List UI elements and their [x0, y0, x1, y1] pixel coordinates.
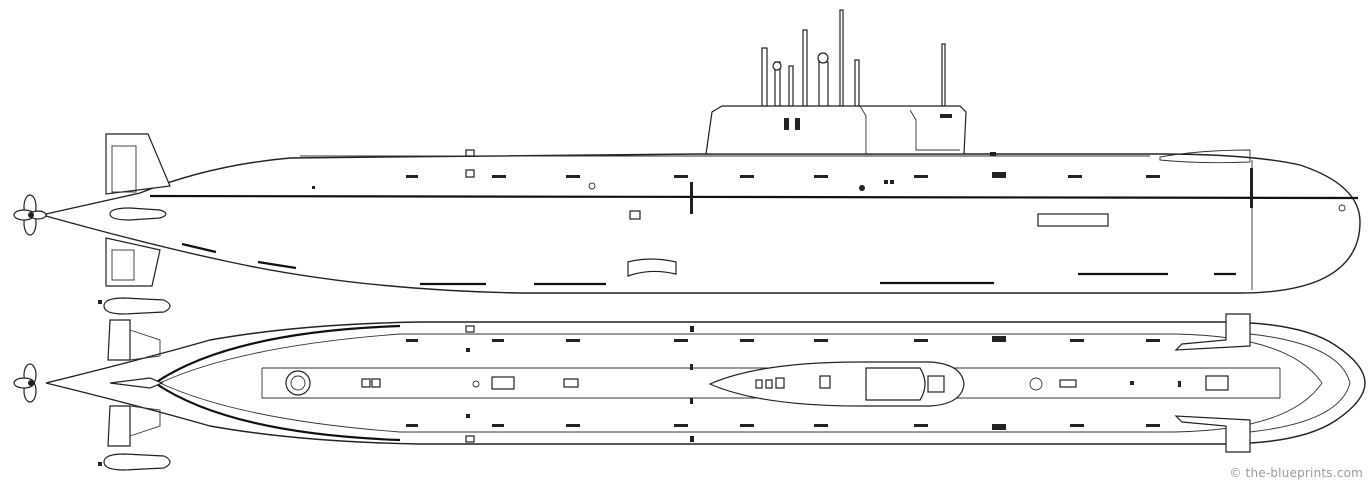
escape-hatch-inner [290, 375, 306, 391]
mast-head [772, 61, 782, 71]
lower-rudder [105, 237, 161, 287]
masts [761, 9, 946, 107]
bow-dome [1159, 149, 1251, 164]
mast [818, 61, 829, 107]
rudder-panel [111, 249, 135, 281]
sail-top-detail [765, 379, 773, 389]
mast [941, 43, 946, 107]
side-hatches [312, 149, 1346, 227]
bow-plane-upper [1174, 313, 1251, 351]
top-upper-hatches [406, 325, 1160, 352]
stern-fin-upper [129, 329, 161, 361]
stern-fin-lower [129, 405, 161, 437]
hull-strake [181, 242, 217, 254]
bow-plane-lower [1174, 415, 1251, 453]
hull-fin [627, 258, 677, 277]
top-lower-hatches [406, 414, 1160, 443]
stern-plane-lower [107, 405, 131, 447]
top-propeller [13, 363, 37, 403]
side-view [13, 9, 1361, 294]
sail-top-detail [775, 377, 785, 389]
stern-pin [98, 462, 102, 466]
side-propeller [13, 194, 47, 236]
sail-top-detail [819, 375, 831, 389]
sail-window [940, 114, 952, 118]
mast [761, 47, 768, 107]
top-view [13, 297, 1366, 471]
mast [839, 9, 844, 107]
mast [854, 59, 860, 107]
stern-pod-lower [103, 453, 171, 471]
stern-pin [98, 300, 102, 304]
sail-top-inner [865, 367, 926, 401]
sail-top-detail [755, 379, 763, 389]
side-hull-outline [45, 153, 1361, 294]
stern-plane-upper [107, 319, 131, 361]
upper-rudder [105, 133, 171, 195]
sail-top [708, 361, 965, 407]
rudder-panel [111, 145, 137, 193]
stern-wedge [109, 377, 164, 389]
mast [802, 29, 808, 107]
escape-hatch [285, 370, 311, 396]
sail-front-step [909, 109, 960, 151]
sail-top-hatch [927, 375, 945, 393]
mast-head [817, 52, 829, 64]
top-deck-fittings [361, 326, 1229, 442]
side-centerline [149, 194, 1359, 200]
sail [705, 105, 967, 155]
top-deck-casing [154, 324, 401, 442]
sail-window [784, 118, 789, 130]
watermark-text: © the-blueprints.com [1229, 466, 1363, 480]
mast [788, 65, 794, 107]
top-deck-outline [158, 333, 1323, 433]
sail-rear-step [859, 105, 867, 154]
sail-window [795, 118, 800, 130]
bow-fairing [1249, 333, 1351, 433]
top-hull-outline [45, 321, 1366, 445]
stern-plane [109, 207, 167, 221]
stern-pod-upper [103, 297, 171, 315]
hull-strake [257, 260, 297, 270]
